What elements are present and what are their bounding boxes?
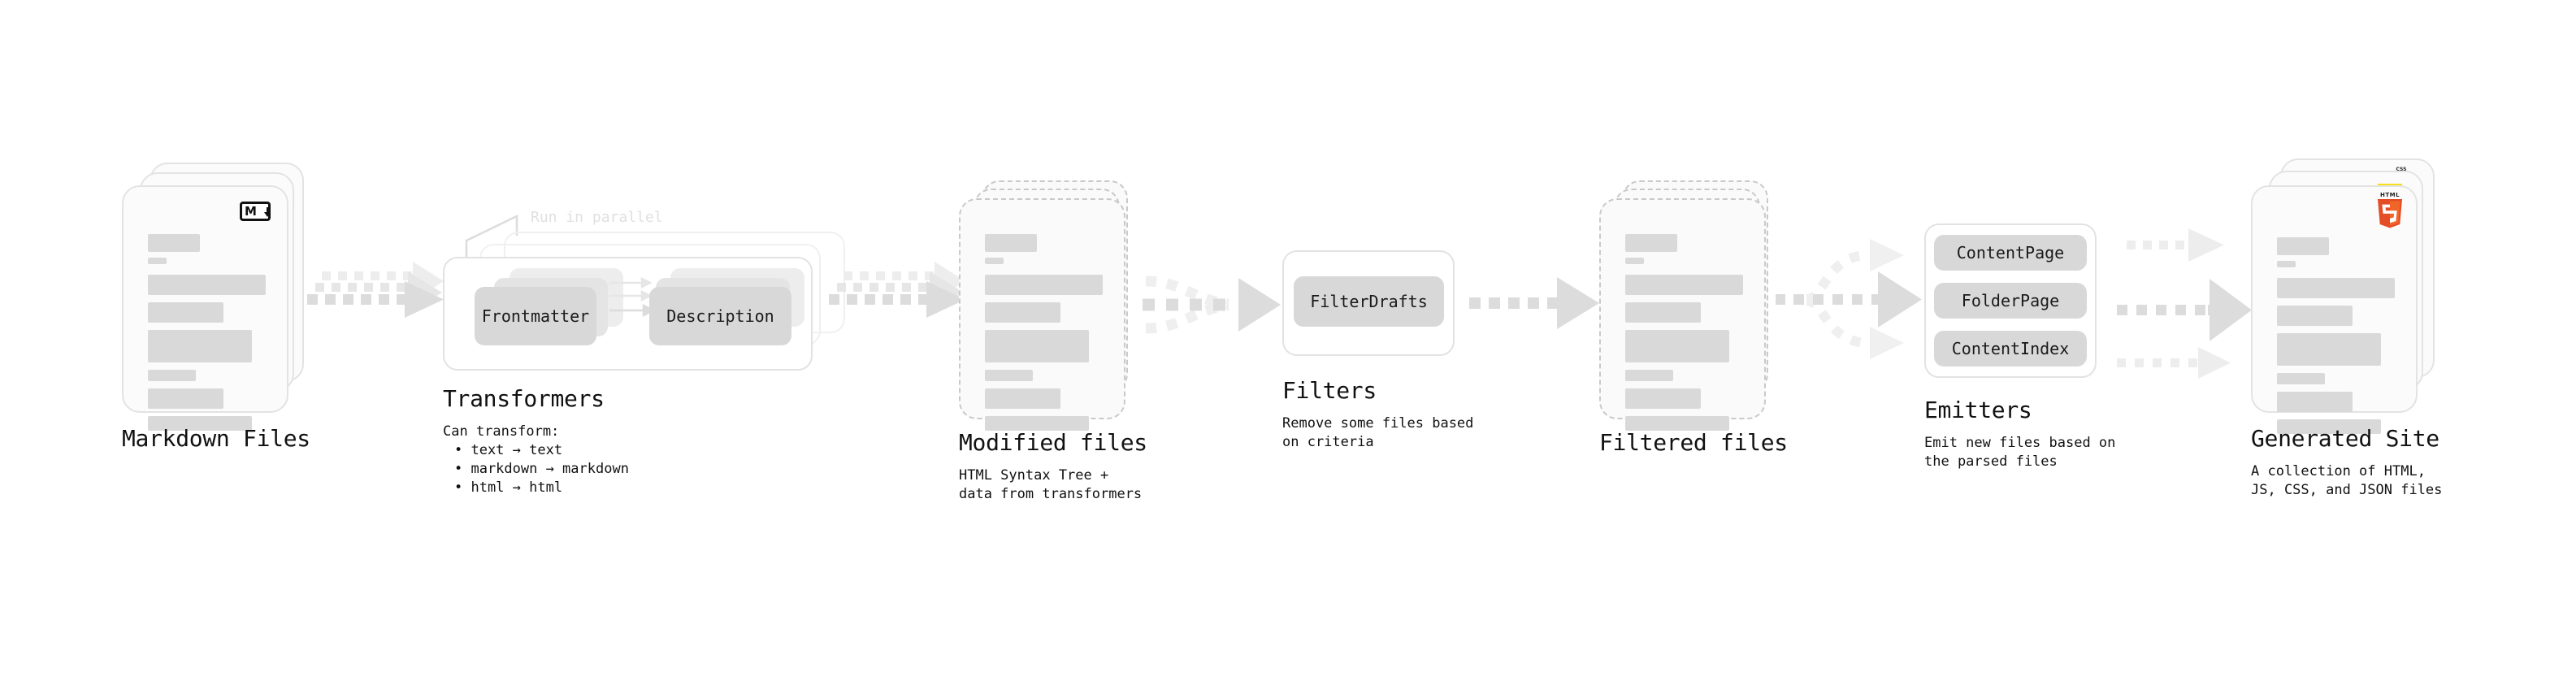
connector-emitters-to-site xyxy=(2117,228,2271,379)
html5-icon-label: HTML xyxy=(2379,192,2400,198)
filters-caption: Remove some files based on criteria xyxy=(1282,415,1474,450)
transformers-bullet-3: • html → html xyxy=(454,479,563,496)
markdown-icon: M xyxy=(240,202,271,221)
emitter-contentpage-label: ContentPage xyxy=(1956,243,2065,262)
filter-filterdrafts-pill[interactable]: FilterDrafts xyxy=(1294,276,1444,327)
document-skeleton xyxy=(985,234,1103,431)
transformers-bullet-1: • text → text xyxy=(454,442,563,458)
site-card-front: HTML xyxy=(2251,185,2418,434)
emitter-contentindex-label: ContentIndex xyxy=(1951,339,2070,358)
stage-title-emitters: Emitters xyxy=(1924,397,2032,423)
emitter-contentindex-pill[interactable]: ContentIndex xyxy=(1934,331,2087,367)
stage-filtered-files: Filtered files xyxy=(1599,180,1788,456)
transformers-caption: Can transform: xyxy=(443,423,560,440)
generated-site-caption: A collection of HTML, JS, CSS, and JSON … xyxy=(2251,463,2443,498)
connector-transformers-to-modified xyxy=(829,262,975,341)
filtered-card-front xyxy=(1599,198,1766,431)
emitter-folderpage-pill[interactable]: FolderPage xyxy=(1934,283,2087,319)
transformer-description-label: Description xyxy=(666,306,774,326)
stage-title-filtered-files: Filtered files xyxy=(1599,429,1788,456)
connector-filters-to-filtered xyxy=(1469,277,1603,329)
emitters-caption: Emit new files based on the parsed files xyxy=(1924,435,2116,470)
connector-markdown-to-transformers xyxy=(307,262,453,341)
document-skeleton xyxy=(2277,237,2395,434)
html5-icon: HTML xyxy=(2377,192,2403,230)
run-in-parallel-label: Run in parallel xyxy=(531,209,663,226)
connector-modified-to-filters xyxy=(1138,258,1292,364)
filter-filterdrafts-label: FilterDrafts xyxy=(1310,292,1428,311)
stage-generated-site: CSS HTML xyxy=(2251,158,2442,498)
markdown-card-front: M xyxy=(122,185,288,431)
connector-filtered-to-emitters xyxy=(1776,236,1930,366)
modified-card-front xyxy=(959,198,1125,431)
emitter-folderpage-label: FolderPage xyxy=(1961,291,2060,310)
transformer-frontmatter-label: Frontmatter xyxy=(481,306,590,326)
transformer-frontmatter-pill[interactable]: Frontmatter xyxy=(475,287,596,345)
document-skeleton xyxy=(1625,234,1743,431)
modified-files-caption: HTML Syntax Tree + data from transformer… xyxy=(959,467,1143,502)
emitter-contentpage-pill[interactable]: ContentPage xyxy=(1934,235,2087,271)
css-icon-label: CSS xyxy=(2396,167,2407,172)
stage-title-generated-site: Generated Site xyxy=(2251,425,2439,452)
transformers-bullet-2: • markdown → markdown xyxy=(454,461,629,477)
stage-title-transformers: Transformers xyxy=(443,385,605,412)
stage-markdown-files: M M M xyxy=(122,163,310,452)
document-skeleton xyxy=(148,234,266,431)
stage-modified-files: Modified files HTML Syntax Tree + data f… xyxy=(959,180,1147,502)
stage-title-filters: Filters xyxy=(1282,377,1377,404)
stage-title-modified-files: Modified files xyxy=(959,429,1147,456)
stage-title-markdown-files: Markdown Files xyxy=(122,425,310,452)
transformer-internal-arrows xyxy=(609,276,656,318)
transformer-description-pill[interactable]: Description xyxy=(649,287,791,345)
